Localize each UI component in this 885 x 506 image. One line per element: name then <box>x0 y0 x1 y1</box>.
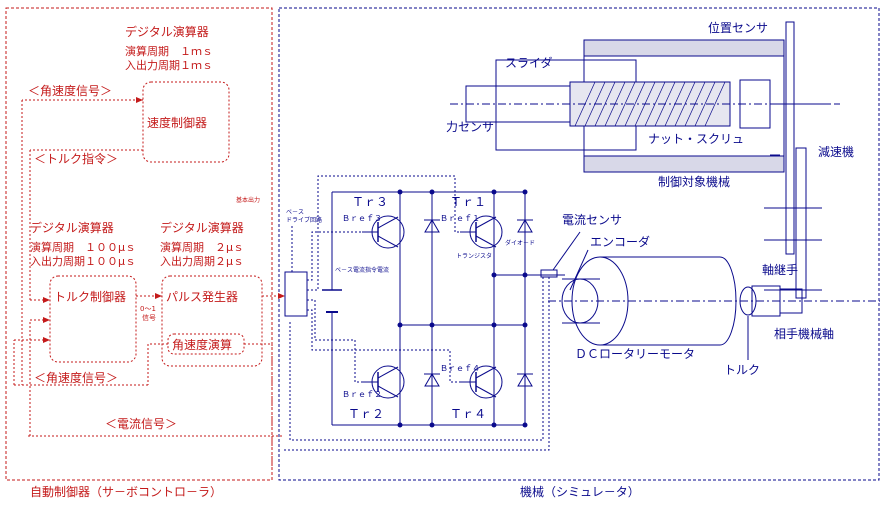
tr3-label: Ｔｒ３ <box>352 195 388 209</box>
motor-label: ＤＣロータリーモータ <box>575 347 695 361</box>
basic-output-label: 基本出力 <box>236 196 260 204</box>
dc-motor <box>548 256 880 346</box>
speed-controller-label: 速度制御器 <box>147 115 207 130</box>
current-sensor-box <box>540 269 558 278</box>
zero-one-signal-label-b: 信号 <box>142 313 156 322</box>
left-processor-title: デジタル演算器 <box>30 220 114 235</box>
controlled-machine-label: 制御対象機械 <box>658 174 730 189</box>
pulse-generator-label: パルス発生器 <box>166 290 238 304</box>
coupling-label: 軸継手 <box>762 262 798 277</box>
base-drive-label-1: ベ－ス <box>286 209 304 216</box>
slider-label: スライダ <box>505 55 553 70</box>
screw-thread <box>574 81 726 127</box>
torque-command-label: ＜トルク指令＞ <box>34 151 118 166</box>
top-processor-line1: 演算周期 １ｍｓ <box>125 44 213 58</box>
bref2-label: Ｂｒｅｆ２ <box>342 390 382 399</box>
base-drive-label-2: ドライブ回路 <box>286 216 322 224</box>
tr4-label: Ｔｒ４ <box>450 407 486 421</box>
top-processor-title: デジタル演算器 <box>125 24 209 39</box>
nut-screw-label: ナット・スクリュ <box>648 132 744 146</box>
machine-region-frame <box>278 7 880 481</box>
diodes <box>424 219 533 387</box>
bref3-label: Ｂｒｅｆ３ <box>342 214 382 223</box>
encoder-label: エンコーダ <box>590 234 650 249</box>
base-current-label: ベ－ス電流指令電流 <box>335 266 389 274</box>
angular-velocity-calc-label: 角速度演算 <box>172 337 232 352</box>
top-processor-line2: 入出力周期１ｍｓ <box>125 58 213 72</box>
force-sensor-label: 力センサ <box>446 120 494 134</box>
transistor-tr3 <box>362 215 405 249</box>
bref1-label: Ｂｒｅｆ１ <box>440 214 480 223</box>
bref4-label: Ｂｒｅｆ４ <box>440 364 480 373</box>
transistor-tr1 <box>460 215 503 249</box>
torque-controller-box <box>49 275 137 363</box>
right-processor-line2: 入出力周期２μｓ <box>160 254 244 268</box>
controller-region-label: 自動制御器（サ－ボコントロ－ラ） <box>30 484 222 499</box>
right-processor-title: デジタル演算器 <box>160 220 244 235</box>
diode-label: ダイオ－ド <box>505 239 535 247</box>
tr1-label: Ｔｒ１ <box>450 195 486 209</box>
speed-controller-box <box>142 81 230 163</box>
angular-velocity-signal-top: ＜角速度信号＞ <box>28 83 112 98</box>
position-sensor-label: 位置センサ <box>708 20 768 35</box>
pulse-generator-box <box>161 275 263 367</box>
right-processor-line1: 演算周期 ２μｓ <box>160 240 244 254</box>
reducer-gears <box>764 21 822 299</box>
transistor-tr4 <box>460 365 503 399</box>
machine-region-label: 機械（シミュレ－タ） <box>520 484 640 499</box>
left-processor-line2: 入出力周期１００μｓ <box>30 254 136 268</box>
controller-region-frame <box>5 7 273 481</box>
torque-label: トルク <box>724 363 760 377</box>
current-signal-label: ＜電流信号＞ <box>105 417 177 431</box>
mating-shaft-label: 相手機械軸 <box>774 326 834 341</box>
base-drive-box <box>284 271 308 317</box>
left-processor-line1: 演算周期 １００μｓ <box>30 240 136 254</box>
reducer-label: 減速機 <box>818 144 854 159</box>
transistor-label: トランジスタ <box>456 252 492 260</box>
transistor-tr2 <box>362 365 405 399</box>
torque-controller-label: トルク制御器 <box>54 289 126 304</box>
mating-shaft-body <box>779 288 803 314</box>
angular-velocity-signal-bottom: ＜角速度信号＞ <box>34 370 118 385</box>
tr2-label: Ｔｒ２ <box>348 407 384 421</box>
coupling-ellipse <box>739 286 757 316</box>
zero-one-signal-label-a: 0～1 <box>140 305 156 313</box>
current-sensor-label: 電流センサ <box>562 213 622 227</box>
